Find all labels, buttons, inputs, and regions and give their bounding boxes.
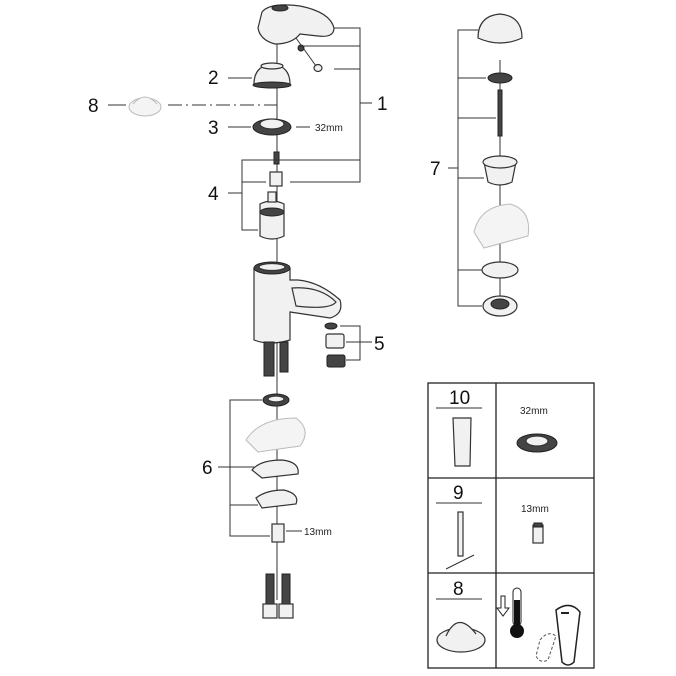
tool-number-8: 8 <box>453 579 464 600</box>
cartridge-wrench-icon <box>452 417 472 467</box>
callout-7-label: 7 <box>430 159 441 180</box>
nipple-icon <box>532 524 544 544</box>
nipple-size-label: 13mm <box>304 527 332 538</box>
lever-handle <box>257 4 335 73</box>
tool-size-13mm: 13mm <box>521 504 549 515</box>
hose-ends <box>262 573 294 619</box>
tool-number-9: 9 <box>453 483 464 504</box>
callout-8-label: 8 <box>88 96 99 117</box>
faucet-body <box>253 261 342 344</box>
cover-cap <box>252 62 292 89</box>
callout-1-label: 1 <box>377 94 388 115</box>
nut-size-label: 32mm <box>315 123 343 134</box>
t-wrench-icon <box>457 511 464 557</box>
callout-2-label: 2 <box>208 68 219 89</box>
aerator-set <box>324 322 346 368</box>
arrow-down-icon <box>496 595 510 617</box>
callout-7-bracket <box>448 29 496 307</box>
callout-5-label: 5 <box>374 334 385 355</box>
handle-tool-ghost <box>128 96 162 117</box>
tool-size-32mm: 32mm <box>520 406 548 417</box>
lever-handle-icon <box>535 604 581 666</box>
tool-row-9: 9 13mm <box>436 483 549 570</box>
tool-row-10: 10 32mm <box>436 388 558 467</box>
fixing-set <box>245 393 306 543</box>
callout-1-bracket <box>283 27 372 183</box>
nut <box>252 118 292 136</box>
callout-6-label: 6 <box>202 458 213 479</box>
tools-table: 10 32mm 9 13mm 8 <box>427 382 595 669</box>
supply-hoses <box>263 341 289 377</box>
cartridge-set <box>259 151 285 240</box>
callout-4-label: 4 <box>208 184 219 205</box>
tool-number-10: 10 <box>449 388 470 409</box>
tool-row-8: 8 <box>436 579 581 666</box>
waste-set <box>473 13 530 317</box>
callout-3-label: 3 <box>208 118 219 139</box>
